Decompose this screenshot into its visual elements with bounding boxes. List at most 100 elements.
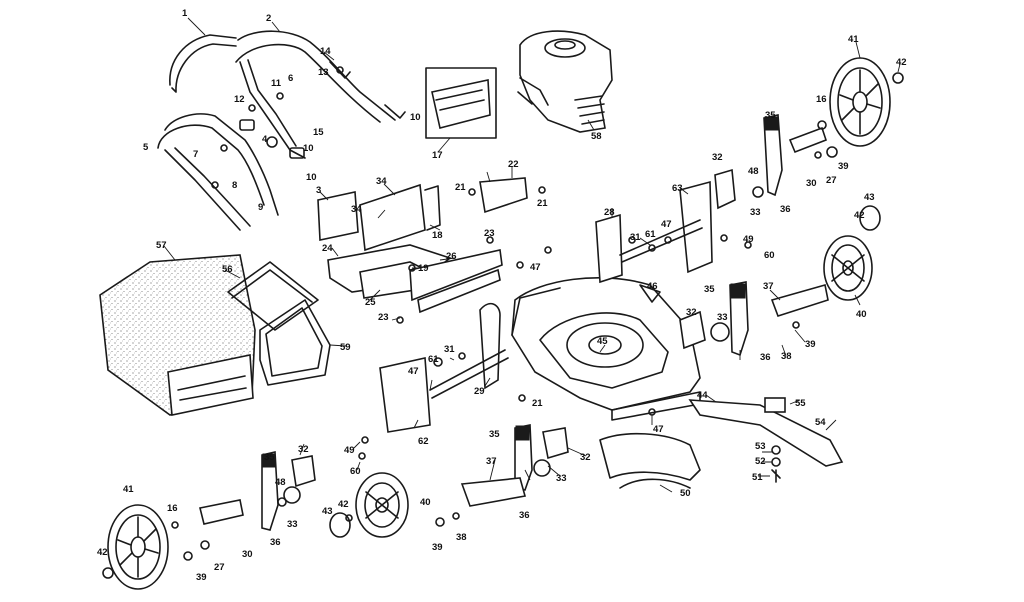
callout-12: 12 — [234, 94, 245, 105]
hubcap-43-right — [859, 205, 881, 231]
wheel-rear-right-41 — [829, 57, 891, 147]
callout-56: 56 — [222, 264, 233, 275]
axle-plate-29 — [479, 302, 501, 390]
callout-36-a: 36 — [780, 204, 791, 215]
callout-35-a: 35 — [765, 110, 776, 121]
callout-10-b: 10 — [306, 172, 317, 183]
callout-62: 62 — [418, 436, 429, 447]
callout-55: 55 — [795, 398, 806, 409]
callout-34-b: 34 — [351, 204, 362, 215]
callout-53: 53 — [755, 441, 766, 452]
cable-guide — [266, 136, 278, 148]
callout-44: 44 — [697, 390, 708, 401]
callout-39-b: 39 — [805, 339, 816, 350]
callout-43-b: 43 — [322, 506, 333, 517]
gear-32-mid — [679, 310, 706, 350]
axle-plate-62 — [379, 357, 431, 433]
bag-frames — [227, 261, 331, 386]
callout-47-b: 47 — [530, 262, 541, 273]
leader-lines — [163, 17, 901, 493]
axle-plate-28 — [595, 213, 623, 284]
callout-26: 26 — [446, 251, 457, 262]
callout-58: 58 — [591, 131, 602, 142]
callout-21-b: 21 — [537, 198, 548, 209]
callout-39-a: 39 — [838, 161, 849, 172]
wheel-rear-left-41 — [107, 504, 169, 590]
callout-42-a: 42 — [896, 57, 907, 68]
control-panel — [431, 79, 491, 129]
axle-arm-37-front — [460, 477, 527, 507]
callout-11: 11 — [271, 78, 282, 89]
callout-48-b: 48 — [275, 477, 286, 488]
callout-46: 46 — [647, 281, 658, 292]
control-panel-frame — [425, 67, 497, 139]
rear-axle — [619, 219, 703, 263]
callout-37-a: 37 — [763, 281, 774, 292]
callout-36-d: 36 — [270, 537, 281, 548]
mulch-plug-50 — [599, 432, 701, 481]
callout-32-c: 32 — [580, 452, 591, 463]
height-adjusters — [199, 114, 829, 531]
callout-18: 18 — [432, 230, 443, 241]
callout-47-a: 47 — [661, 219, 672, 230]
callout-60-a: 60 — [764, 250, 775, 261]
bracket-22 — [479, 177, 528, 214]
callout-7: 7 — [193, 149, 198, 160]
hardware — [102, 66, 904, 579]
callout-33-a: 33 — [750, 207, 761, 218]
gear-32-top — [714, 168, 736, 210]
grass-bag — [99, 254, 256, 416]
callout-27-a: 27 — [826, 175, 837, 186]
callout-labels: 1 2 3 4 5 6 7 8 9 10 10 10 11 12 13 14 1… — [97, 8, 907, 583]
callout-35-d: 35 — [264, 452, 275, 463]
callout-31-b: 31 — [444, 344, 455, 355]
skirt-26-b — [417, 268, 501, 314]
callout-6: 6 — [288, 73, 293, 84]
callout-39-d: 39 — [196, 572, 207, 583]
callout-22: 22 — [508, 159, 519, 170]
callout-28: 28 — [604, 207, 615, 218]
callout-61-b: 61 — [428, 354, 439, 365]
deflector-3 — [317, 191, 359, 241]
callout-40-a: 40 — [856, 309, 867, 320]
control-bail — [169, 34, 237, 93]
control-panel-detail — [435, 89, 485, 111]
blade-adapter-55 — [764, 397, 786, 413]
callout-54: 54 — [815, 417, 826, 428]
callout-1: 1 — [182, 8, 188, 19]
callout-51: 51 — [752, 472, 763, 483]
lever-35-rear-right — [729, 281, 749, 357]
callout-34-a: 34 — [376, 176, 387, 187]
callout-21-c: 21 — [532, 398, 543, 409]
callout-38-a: 38 — [781, 351, 792, 362]
arrow-46 — [639, 284, 661, 303]
engine — [517, 30, 613, 133]
callout-15: 15 — [313, 127, 324, 138]
callout-41-b: 41 — [123, 484, 134, 495]
axle-arm-left — [199, 499, 244, 525]
gear-32-left — [291, 455, 316, 488]
callout-23-b: 23 — [378, 312, 389, 323]
callout-40-b: 40 — [420, 497, 431, 508]
callout-32-a: 32 — [712, 152, 723, 163]
gear-32-front — [542, 427, 569, 460]
blade-assembly — [599, 397, 844, 489]
callout-42-b: 42 — [854, 210, 865, 221]
callout-33-c: 33 — [556, 473, 567, 484]
upper-handle-leg — [239, 59, 306, 159]
callout-60-b: 60 — [350, 466, 361, 477]
axle-arm-top — [788, 126, 828, 154]
callout-36-b: 36 — [760, 352, 771, 363]
cable-clip — [329, 61, 406, 119]
bag-frame-56 — [227, 261, 319, 331]
wheel-front-left-40 — [355, 472, 409, 538]
handle-knob — [239, 119, 255, 131]
control-panel-group — [425, 67, 497, 139]
mower-deck — [511, 277, 701, 421]
rear-baffle — [359, 183, 426, 252]
callout-24: 24 — [322, 243, 333, 254]
callout-50: 50 — [680, 488, 691, 499]
callout-48-a: 48 — [748, 166, 759, 177]
callout-2: 2 — [266, 13, 271, 24]
callout-29: 29 — [474, 386, 485, 397]
